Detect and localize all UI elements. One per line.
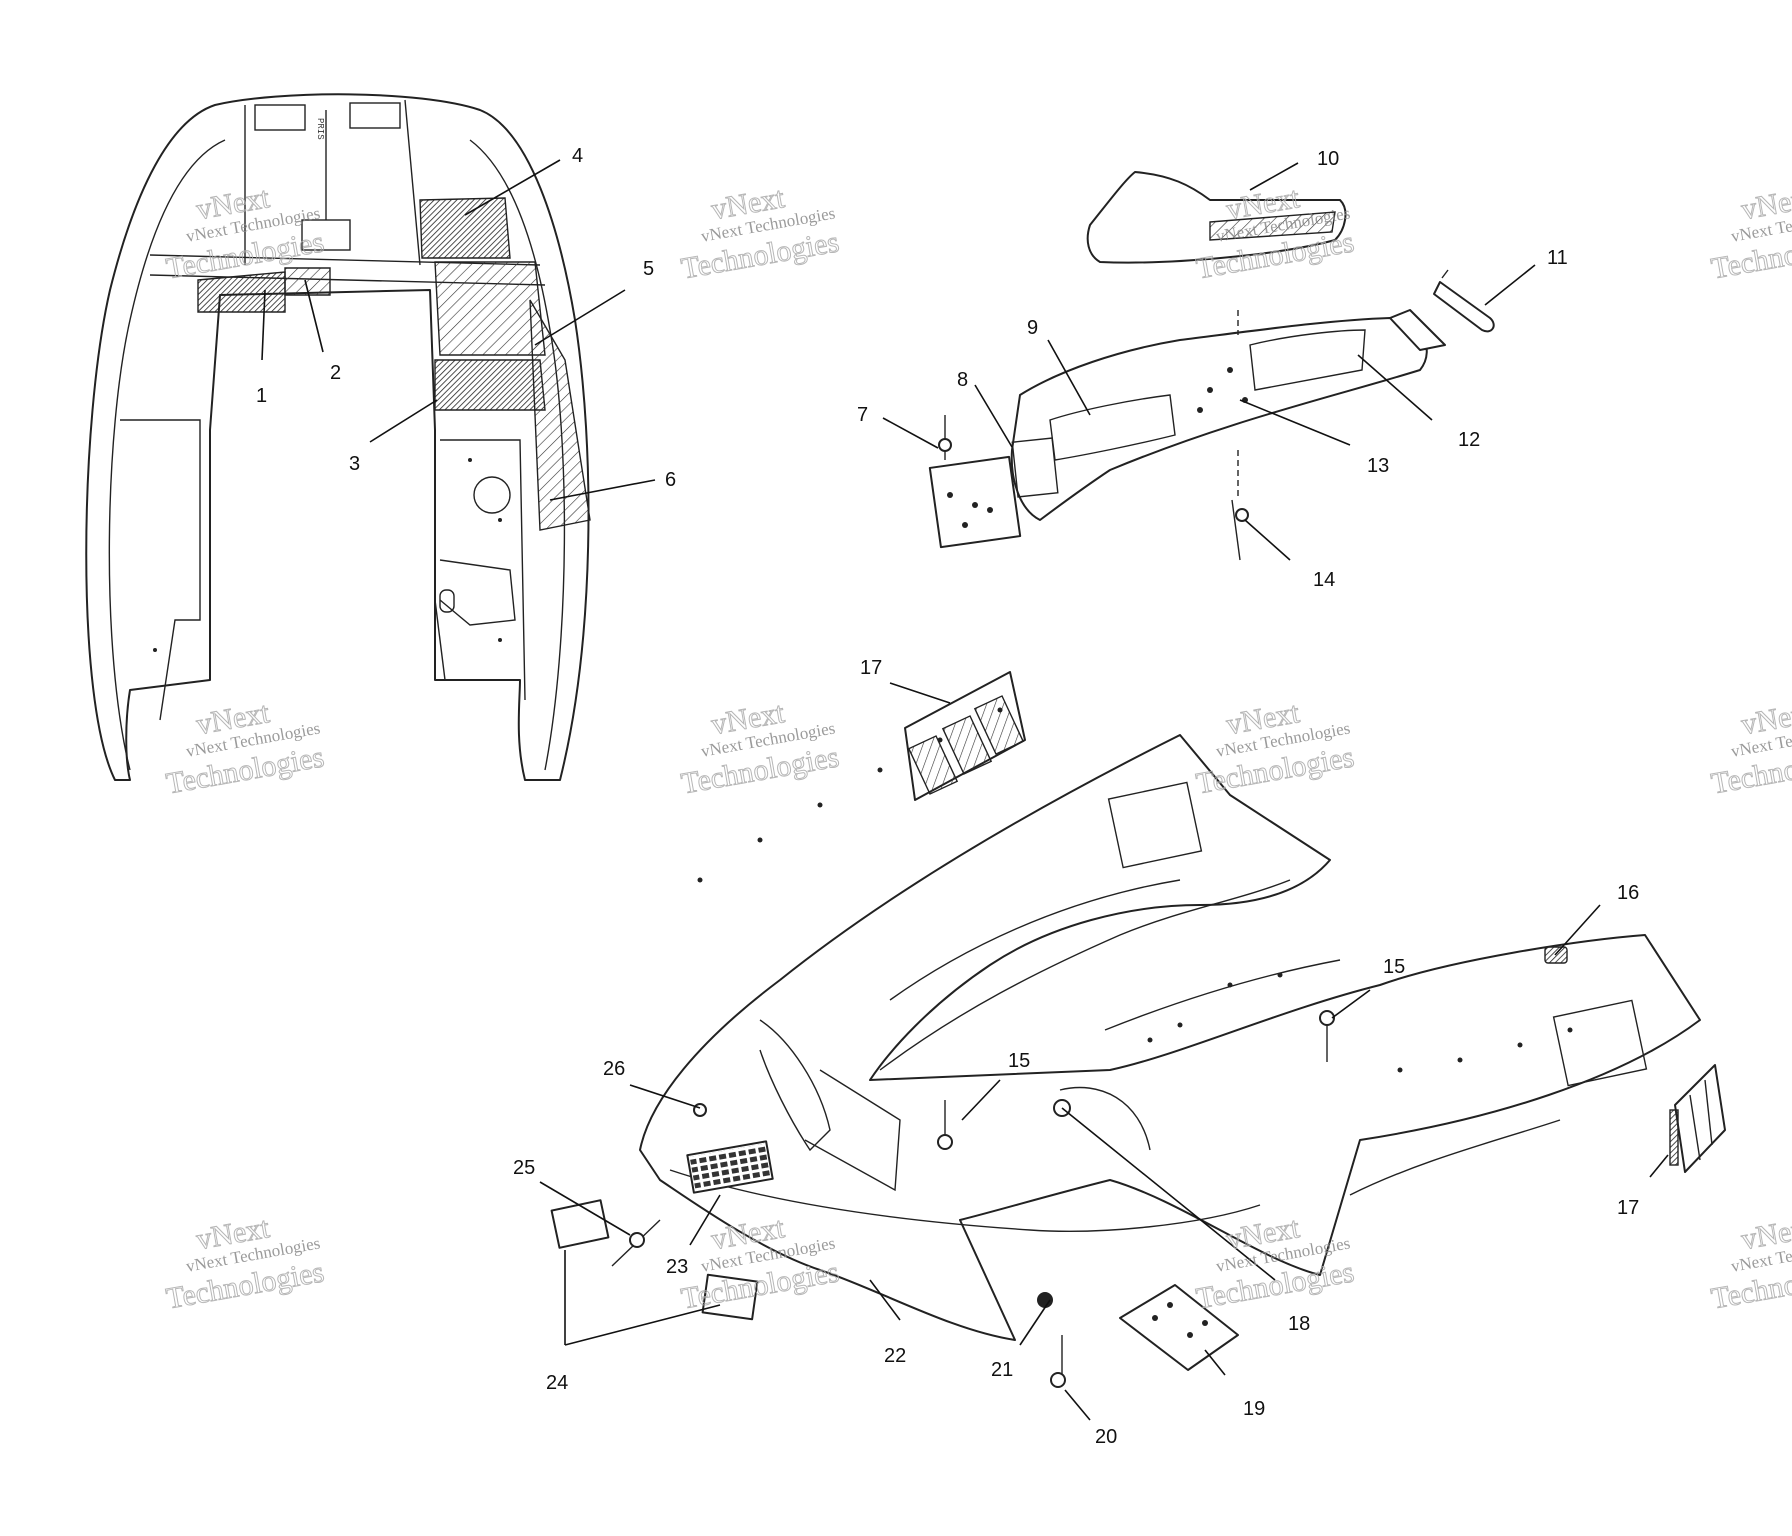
callout-10: 10 xyxy=(1317,148,1339,170)
hood-underside: PRIS xyxy=(85,93,591,781)
seat-base xyxy=(928,309,1446,561)
seat-cushion xyxy=(1086,171,1347,264)
watermark: vNext vNext Technologies Technologies xyxy=(163,1211,327,1316)
callout-9: 9 xyxy=(1027,317,1038,339)
callout-6: 6 xyxy=(665,469,676,491)
callout-25: 25 xyxy=(513,1157,535,1179)
watermark: vNext vNext Technologies Technologies xyxy=(678,181,842,286)
callout-labels: 1 2 3 4 5 6 7 8 9 10 11 12 13 14 15 15 1… xyxy=(256,145,1639,1448)
fastener-15-left xyxy=(937,1100,953,1150)
watermark: vNext vNext Technologies Technologies xyxy=(1193,696,1357,801)
callout-24: 24 xyxy=(546,1372,568,1394)
rivet-25 xyxy=(611,1219,661,1267)
callout-2: 2 xyxy=(330,362,341,384)
callout-5: 5 xyxy=(643,258,654,280)
callout-18: 18 xyxy=(1288,1313,1310,1335)
callout-3: 3 xyxy=(349,453,360,475)
callout-8: 8 xyxy=(957,369,968,391)
callout-17-lower: 17 xyxy=(1617,1197,1639,1219)
watermark: vNext vNext Technologies Technologies xyxy=(1708,696,1792,801)
callout-15-left: 15 xyxy=(1008,1050,1030,1072)
watermark: vNext vNext Technologies Technologies xyxy=(1708,181,1792,286)
vent-grille-lower xyxy=(1669,1064,1726,1173)
callout-22: 22 xyxy=(884,1345,906,1367)
watermark: vNext vNext Technologies Technologies xyxy=(1708,1211,1792,1316)
push-rivet-7 xyxy=(938,415,952,460)
leader-lines xyxy=(261,159,1669,1421)
vent-grille-upper xyxy=(904,671,1026,801)
watermark: vNext vNext Technologies Technologies xyxy=(163,696,327,801)
callout-14: 14 xyxy=(1313,569,1335,591)
nut-20 xyxy=(1050,1335,1066,1388)
callout-11: 11 xyxy=(1547,247,1568,269)
skid-plate-19 xyxy=(1119,1284,1239,1371)
callout-1: 1 xyxy=(256,385,267,407)
seat-strap xyxy=(1433,269,1495,333)
callout-4: 4 xyxy=(572,145,583,167)
callout-17-upper: 17 xyxy=(860,657,882,679)
hood-mark: PRIS xyxy=(315,118,325,140)
callout-21: 21 xyxy=(991,1359,1013,1381)
fastener-15-right xyxy=(1319,1010,1335,1062)
callout-23: 23 xyxy=(666,1256,688,1278)
callout-20: 20 xyxy=(1095,1426,1117,1448)
callout-16: 16 xyxy=(1617,882,1639,904)
callout-7: 7 xyxy=(857,404,868,426)
callout-15-right: 15 xyxy=(1383,956,1405,978)
callout-26: 26 xyxy=(603,1058,625,1080)
body-chassis xyxy=(639,707,1701,1341)
callout-13: 13 xyxy=(1367,455,1389,477)
watermark: vNext vNext Technologies Technologies xyxy=(678,696,842,801)
reflector-24 xyxy=(550,1199,759,1321)
callout-12: 12 xyxy=(1458,429,1480,451)
callout-19: 19 xyxy=(1243,1398,1265,1420)
